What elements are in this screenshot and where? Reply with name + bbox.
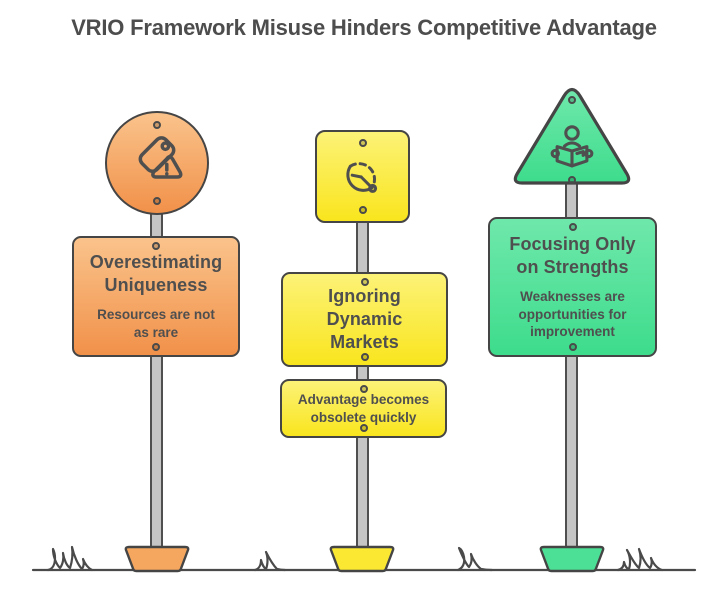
grass-tuft [46, 545, 94, 572]
sign-plaque-circle [105, 111, 209, 215]
sign-board: Overestimating Uniqueness Resources are … [72, 236, 240, 357]
screw-icon [359, 424, 368, 432]
screw-icon [153, 197, 161, 205]
sign-plaque-triangle [505, 80, 639, 192]
signpost-base [124, 545, 190, 573]
screw-icon [358, 206, 367, 214]
person-reading-icon [550, 125, 594, 168]
sign-heading: Overestimating Uniqueness [89, 252, 223, 296]
grass-tuft [253, 550, 287, 572]
grass-tuft [456, 546, 494, 572]
screw-icon [568, 176, 576, 184]
grass-tuft [616, 547, 664, 572]
clock-countdown-icon [345, 161, 377, 193]
screw-icon [359, 385, 368, 393]
sign-heading: Focusing Only on Strengths [509, 233, 636, 277]
sign-board: Focusing Only on Strengths Weaknesses ar… [488, 217, 657, 357]
sign-board: Ignoring Dynamic Markets [281, 272, 448, 367]
signpost-base [329, 545, 395, 573]
sign-plaque-square [315, 130, 410, 223]
sign-heading: Ignoring Dynamic Markets [326, 285, 403, 353]
screw-icon [153, 121, 161, 129]
screw-icon [568, 223, 577, 231]
sign-subtext: Weaknesses are opportunities for improve… [518, 288, 627, 340]
screw-icon [568, 96, 576, 104]
page-title: VRIO Framework Misuse Hinders Competitiv… [71, 15, 657, 40]
sign-subtext: Advantage becomes obsolete quickly [297, 391, 430, 425]
screw-icon [568, 343, 577, 351]
signpost-base [539, 545, 605, 573]
signpost-pole [150, 162, 163, 554]
price-tag-warning-icon [138, 136, 183, 179]
screw-icon [360, 353, 369, 361]
screw-icon [360, 278, 369, 286]
sign-subboard: Advantage becomes obsolete quickly [280, 379, 447, 438]
screw-icon [358, 139, 367, 147]
screw-icon [152, 343, 160, 351]
screw-icon [152, 242, 160, 250]
sign-subtext: Resources are not as rare [97, 307, 215, 341]
triangle-shape [513, 87, 631, 185]
